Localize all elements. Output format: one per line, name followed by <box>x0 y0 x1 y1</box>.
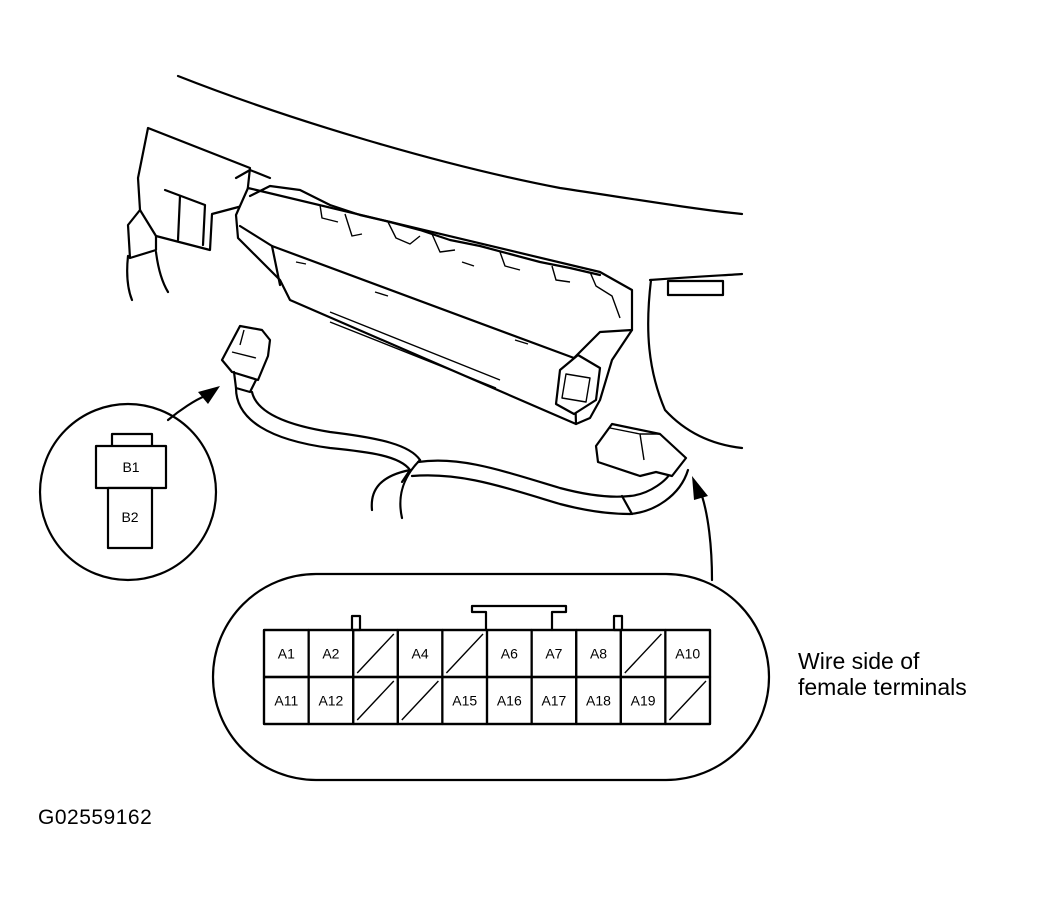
caption-line-2: female terminals <box>798 674 967 700</box>
terminal-label-a7: A7 <box>545 646 562 662</box>
terminal-label-a8: A8 <box>590 646 607 662</box>
terminal-label-a1: A1 <box>278 646 295 662</box>
connector-a-plug <box>594 422 688 478</box>
terminal-label-a12: A12 <box>318 693 343 709</box>
terminal-b2: B2 <box>121 509 138 525</box>
unused-cavity-mark <box>356 633 395 674</box>
terminal-label-a18: A18 <box>586 693 611 709</box>
terminal-label-a6: A6 <box>501 646 518 662</box>
callout-arrow-b <box>166 386 220 422</box>
caption-line-1: Wire side of <box>798 648 920 674</box>
mount-bracket <box>126 126 272 302</box>
terminal-label-a16: A16 <box>497 693 522 709</box>
terminal-b1: B1 <box>122 459 139 475</box>
unused-cavity-mark <box>668 680 707 721</box>
terminal-label-a17: A17 <box>541 693 566 709</box>
terminal-label-a2: A2 <box>322 646 339 662</box>
terminal-unused <box>664 675 712 726</box>
terminal-label-a15: A15 <box>452 693 477 709</box>
control-unit <box>234 184 634 426</box>
figure-id: G02559162 <box>38 806 153 829</box>
terminal-view-caption: Wire side of female terminals <box>798 648 967 700</box>
wire-harness <box>234 386 690 520</box>
connector-b-plug <box>220 324 272 394</box>
terminal-label-a4: A4 <box>412 646 429 662</box>
unused-cavity-mark <box>356 680 395 721</box>
unused-cavity-mark <box>401 680 439 721</box>
terminal-label-a10: A10 <box>675 646 700 662</box>
dashboard-panel <box>176 74 744 450</box>
unused-cavity-mark <box>624 633 662 674</box>
unused-cavity-mark <box>445 633 484 674</box>
terminal-label-a19: A19 <box>631 693 656 709</box>
terminal-label-a11: A11 <box>274 693 298 709</box>
callout-arrow-a <box>692 476 714 582</box>
connector-b-callout: B1 B2 <box>38 402 218 582</box>
